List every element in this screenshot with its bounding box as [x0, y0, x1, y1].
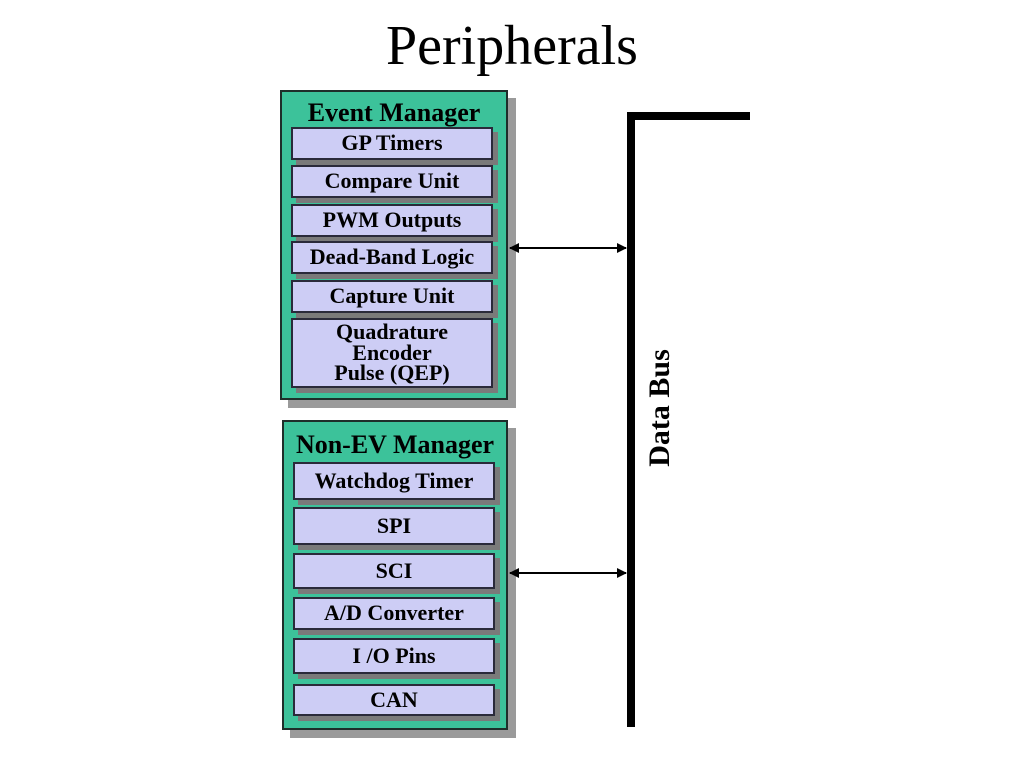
em-item-qep: Quadrature Encoder Pulse (QEP): [291, 318, 493, 388]
em-item-compare-unit: Compare Unit: [291, 165, 493, 198]
em-item-pwm-outputs: PWM Outputs: [291, 204, 493, 237]
nev-item-ad-converter: A/D Converter: [293, 597, 495, 630]
event-manager-title: Event Manager: [307, 98, 481, 127]
page-title: Peripherals: [386, 15, 638, 77]
em-item-capture-unit: Capture Unit: [291, 280, 493, 313]
nev-item-io-pins: I /O Pins: [293, 638, 495, 674]
data-bus-line: [627, 112, 635, 727]
nev-item-spi: SPI: [293, 507, 495, 545]
data-bus-top-stub: [627, 112, 750, 120]
em-item-gp-timers: GP Timers: [291, 127, 493, 160]
nev-item-can: CAN: [293, 684, 495, 716]
em-item-dead-band-logic: Dead-Band Logic: [291, 241, 493, 274]
nev-item-watchdog-timer: Watchdog Timer: [293, 462, 495, 500]
non-ev-manager-title: Non-EV Manager: [295, 430, 495, 459]
nev-item-sci: SCI: [293, 553, 495, 589]
